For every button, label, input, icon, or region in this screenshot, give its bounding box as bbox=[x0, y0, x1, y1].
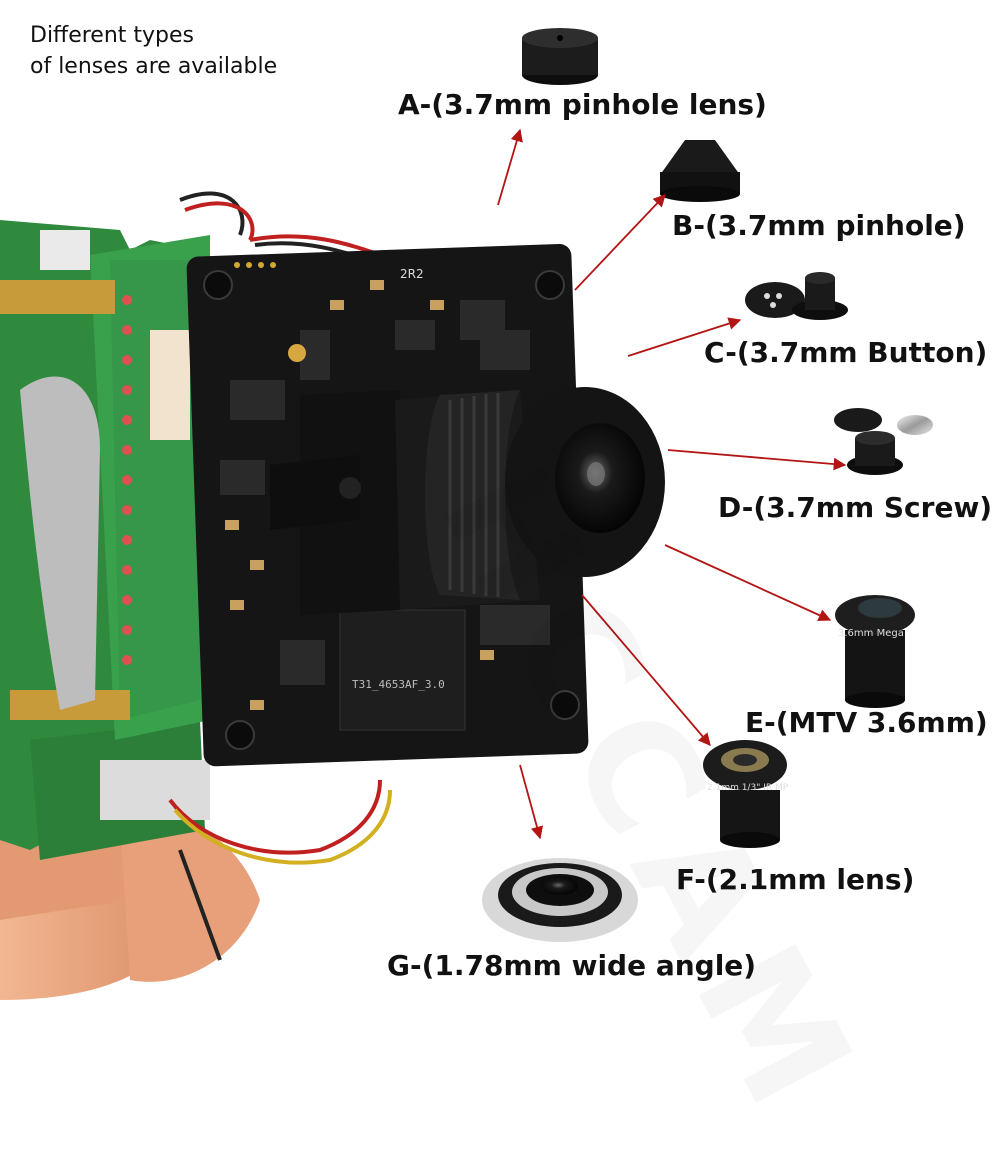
label-lens-b: B-(3.7mm pinhole) bbox=[672, 209, 966, 242]
m12-lens-icon: 2.1mm 1/3" IR MP bbox=[703, 740, 789, 848]
mtv-lens-print: 3.6mm Mega bbox=[838, 628, 904, 639]
label-lens-e: E-(MTV 3.6mm) bbox=[745, 706, 988, 739]
chip-marking: T31_4653AF_3.0 bbox=[352, 678, 445, 691]
arrow-b bbox=[574, 194, 666, 291]
button-lens-icon bbox=[745, 272, 848, 320]
arrow-f bbox=[581, 594, 711, 746]
label-lens-f: F-(2.1mm lens) bbox=[676, 863, 915, 896]
rear-green-pcb bbox=[0, 220, 210, 860]
label-lens-g: G-(1.78mm wide angle) bbox=[387, 949, 757, 982]
label-lens-a: A-(3.7mm pinhole lens) bbox=[398, 88, 767, 121]
label-lens-c: C-(3.7mm Button) bbox=[704, 336, 988, 369]
arrow-d bbox=[667, 449, 847, 471]
arrow-e bbox=[664, 544, 832, 622]
cone-pinhole-lens-icon bbox=[660, 140, 740, 202]
mtv-lens-icon: 3.6mm Mega bbox=[835, 595, 915, 708]
arrow-g bbox=[519, 764, 544, 840]
arrow-c bbox=[627, 317, 742, 357]
label-lens-d: D-(3.7mm Screw) bbox=[718, 491, 993, 524]
product-photo: 2R2 T31_4653AF_3.0 bbox=[0, 28, 933, 1000]
main-lens bbox=[270, 387, 665, 615]
intro-line-2: of lenses are available bbox=[30, 54, 278, 79]
fisheye-lens-icon bbox=[482, 858, 638, 942]
inductor-marking: 2R2 bbox=[400, 267, 424, 281]
intro-text: Different types of lenses are available bbox=[30, 20, 277, 82]
m12-lens-print: 2.1mm 1/3" IR MP bbox=[707, 783, 789, 793]
intro-line-1: Different types bbox=[30, 23, 195, 48]
flat-pinhole-lens-icon bbox=[522, 28, 598, 85]
callout-arrows bbox=[497, 128, 847, 840]
arrow-a bbox=[497, 128, 523, 206]
screw-lens-icon bbox=[834, 408, 933, 475]
